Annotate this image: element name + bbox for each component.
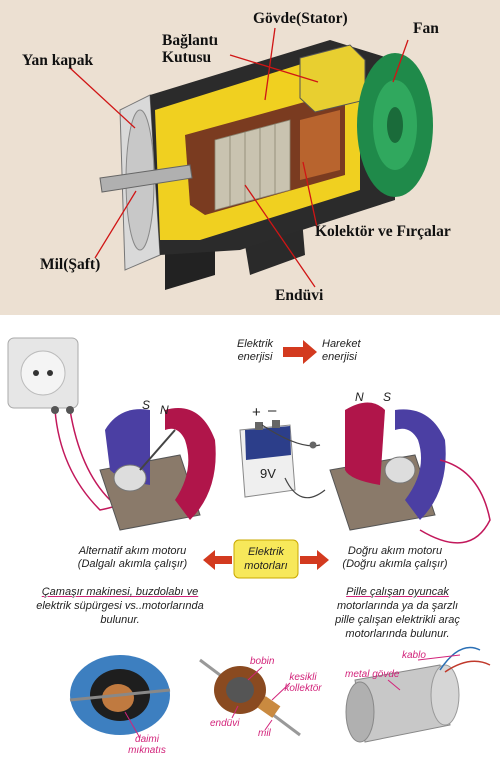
label-armature-part: endüvi bbox=[210, 718, 240, 729]
wall-socket-drawing bbox=[7, 337, 79, 409]
label-fan: Fan bbox=[413, 20, 439, 37]
label-permanent-magnet: daimi mıknatıs bbox=[128, 734, 166, 756]
dc-motor-desc-4: motorlarında bulunur. bbox=[345, 628, 450, 640]
armature-laminations bbox=[214, 119, 291, 211]
label-side-cover: Yan kapak bbox=[22, 52, 94, 69]
pole-n-right: N bbox=[355, 390, 364, 404]
energy-arrow bbox=[283, 340, 317, 364]
label-cable: kablo bbox=[402, 650, 426, 661]
ac-motor-title: Alternatif akım motoru bbox=[78, 545, 187, 557]
label-commutator: kesikli kollektör bbox=[284, 672, 322, 694]
dc-motor-photo bbox=[345, 646, 491, 743]
pole-s-right: S bbox=[383, 390, 392, 404]
ac-motor-desc-2: elektrik süpürgesi vs..motorlarında bbox=[36, 600, 204, 612]
battery-plus: + bbox=[252, 404, 261, 421]
dc-motor-desc-3: pille çalışan elektrikli araç bbox=[335, 614, 460, 626]
battery-minus: – bbox=[268, 402, 277, 419]
label-commutator-brushes: Kolektör ve Fırçalar bbox=[315, 223, 451, 240]
battery-drawing bbox=[239, 420, 326, 499]
pole-n-left: N bbox=[160, 403, 169, 417]
connection-box bbox=[299, 44, 366, 113]
label-motion-energy: Hareket enerjisi bbox=[322, 338, 361, 363]
label-connection-box: Bağlantı Kutusu bbox=[162, 32, 218, 66]
label-metal-body: metal gövde bbox=[345, 669, 400, 680]
fan-drawing bbox=[357, 53, 433, 197]
label-coil: bobin bbox=[250, 656, 275, 667]
leader-lines bbox=[69, 27, 409, 288]
arrow-right bbox=[300, 550, 329, 570]
part-leaders bbox=[124, 654, 461, 739]
center-box-label: Elektrik motorları bbox=[244, 546, 288, 572]
motor-cutaway bbox=[99, 40, 433, 290]
left-motor-model bbox=[51, 406, 216, 531]
arrow-left bbox=[203, 550, 232, 570]
label-electric-energy: Elektrik enerjisi bbox=[236, 338, 274, 363]
label-shaft-part: mil bbox=[258, 728, 271, 739]
shaft bbox=[99, 164, 193, 193]
label-shaft: Mil(Şaft) bbox=[40, 256, 101, 273]
right-motor-model bbox=[329, 402, 491, 544]
label-stator: Gövde(Stator) bbox=[253, 10, 348, 27]
battery-voltage: 9V bbox=[260, 466, 276, 481]
ac-motor-desc-3: bulunur. bbox=[100, 614, 140, 626]
commutator bbox=[300, 110, 340, 180]
ac-motor-subtitle: (Dalgalı akımla çalışır) bbox=[77, 558, 188, 570]
ac-motor-desc-1: Çamaşır makinesi, buzdolabı ve bbox=[41, 586, 199, 598]
armature-photo bbox=[199, 658, 301, 737]
dc-motor-subtitle: (Doğru akımla çalışır) bbox=[342, 558, 448, 570]
pole-s-left: S bbox=[142, 398, 151, 412]
label-armature: Endüvi bbox=[275, 287, 324, 304]
dc-motor-desc-1: Pille çalışan oyuncak bbox=[346, 586, 449, 598]
center-box-bg bbox=[233, 539, 299, 579]
dc-motor-desc-2: motorlarında ya da şarzlı bbox=[336, 600, 459, 612]
permanent-magnet-photo bbox=[69, 655, 171, 735]
dc-motor-title: Doğru akım motoru bbox=[347, 545, 443, 557]
